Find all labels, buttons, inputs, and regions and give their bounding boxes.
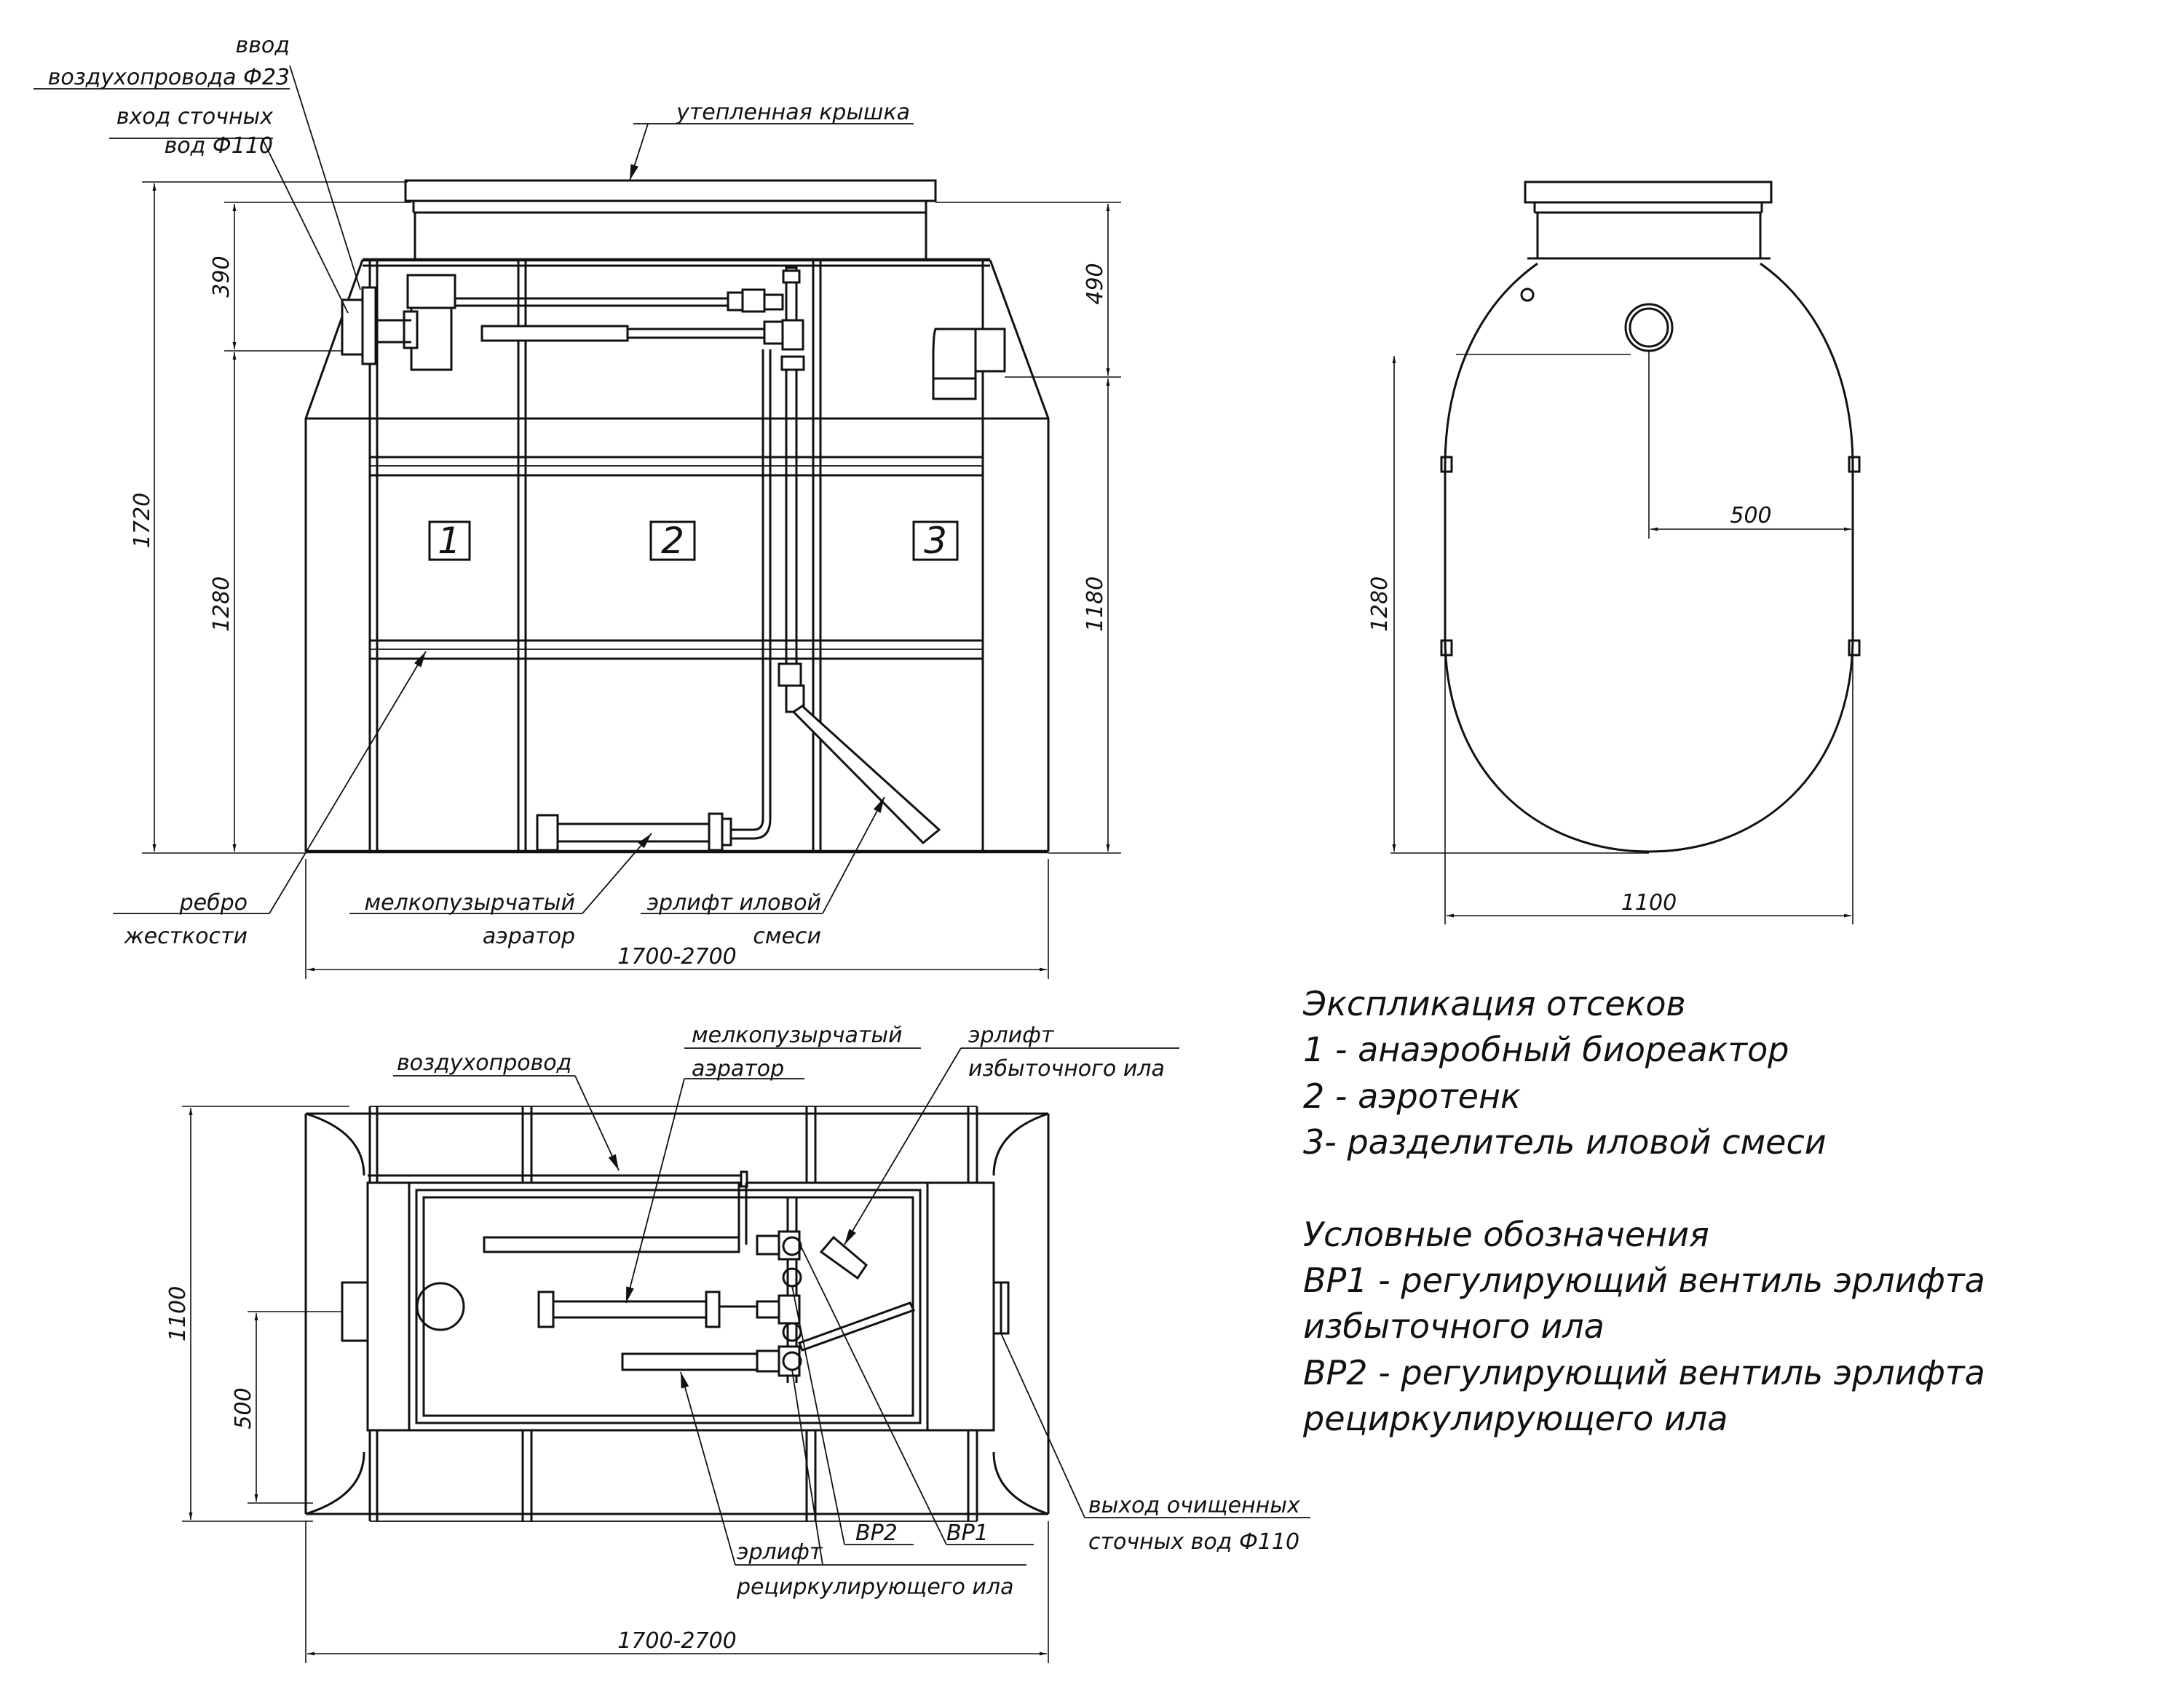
- svg-text:2: 2: [661, 520, 684, 562]
- outlet-label-1: выход очищенных: [1088, 1493, 1300, 1518]
- airlift-label-1: эрлифт иловой: [647, 890, 821, 916]
- air-inlet-label-2: воздухопровода Ф23: [48, 65, 290, 90]
- compartment-item-2: 2 - аэротенк: [1303, 1077, 1521, 1116]
- stiffening-ribs: [368, 456, 984, 660]
- air-pipes-front: [455, 266, 805, 840]
- outlet-label-2: сточных вод Ф110: [1088, 1529, 1299, 1555]
- plan-dim-offset: 500: [231, 1387, 256, 1429]
- airlift-front: [778, 662, 941, 845]
- vp2-label: ВР2: [855, 1521, 898, 1546]
- aerator-label-1: мелкопузырчатый: [364, 890, 575, 916]
- compartments-title: Экспликация отсеков: [1302, 984, 1686, 1023]
- plan-sewage-inlet: [341, 1281, 465, 1342]
- fine-bubble-aerator-front: [536, 812, 732, 852]
- side-dim-width: 1100: [1621, 890, 1677, 916]
- plan-dim-length: 1700-2700: [617, 1628, 737, 1654]
- outlet-elbow-front: [932, 328, 1006, 400]
- dim-length-front: 1700-2700: [617, 944, 737, 970]
- dim-outlet-level: 1180: [1083, 576, 1108, 632]
- dim-total-height: 1720: [130, 493, 155, 548]
- excess-airlift-label-1: эрлифт: [968, 1023, 1055, 1048]
- plan-airlift-pipes: [798, 1235, 916, 1352]
- front-dimensions: [142, 181, 1121, 979]
- compartment-item-3: 3- разделитель иловой смеси: [1303, 1122, 1827, 1162]
- tank-neck: [414, 213, 927, 260]
- svg-text:3: 3: [924, 520, 947, 562]
- vp1-label: ВР1: [946, 1521, 989, 1546]
- plan-view: воздухопровод мелкопузырчатый аэратор эр…: [165, 1023, 1310, 1663]
- aerator-label-2: аэратор: [483, 924, 575, 949]
- plan-aerator-label-2: аэратор: [692, 1056, 784, 1082]
- plan-leaders: [393, 1047, 1310, 1566]
- svg-text:1: 1: [438, 520, 461, 562]
- dim-top-height: 390: [209, 255, 234, 297]
- airlift-label-2: смеси: [753, 924, 821, 949]
- plan-dim-width: 1100: [165, 1286, 191, 1341]
- plan-aerator-label-1: мелкопузырчатый: [692, 1023, 903, 1048]
- dim-body-height: 1280: [209, 576, 234, 632]
- dim-outlet-height: 490: [1083, 263, 1108, 304]
- symbols-title: Условные обозначения: [1303, 1215, 1709, 1254]
- compartment-1: 1: [428, 520, 471, 562]
- insulated-lid: [404, 179, 937, 214]
- side-dim-height: 1280: [1367, 576, 1393, 632]
- sewage-inlet-label-1: вход сточных: [116, 104, 273, 130]
- sewage-inlet-label-2: вод Ф110: [165, 133, 273, 159]
- side-lugs: [1440, 456, 1861, 657]
- side-inlet-pipe: [1624, 303, 1674, 352]
- plan-aerators: [483, 1230, 801, 1377]
- recirc-airlift-label-2: рециркулирующего ила: [736, 1574, 1013, 1600]
- rib-label-2: жесткости: [124, 924, 248, 949]
- symbol-item-1: ВР1 - регулирующий вентиль эрлифта: [1303, 1261, 1985, 1300]
- excess-airlift-label-2: избыточного ила: [968, 1056, 1165, 1082]
- front-leaders: [33, 65, 914, 914]
- sewage-inlet-pipe: [341, 274, 456, 371]
- symbol-item-2: избыточного ила: [1303, 1307, 1605, 1346]
- plan-outlet: [992, 1281, 1010, 1335]
- air-inlet-label-1: ввод: [236, 33, 290, 58]
- compartment-2: 2: [649, 520, 696, 562]
- side-dimensions: [1390, 351, 1853, 924]
- side-view: 500 1280 1100: [1367, 181, 1861, 924]
- rib-label-1: ребро: [179, 890, 248, 916]
- insulated-lid-label: утепленная крышка: [676, 100, 910, 125]
- side-lid: [1524, 181, 1773, 260]
- front-view: 1 2 3: [33, 33, 1121, 979]
- symbol-item-4: рециркулирующего ила: [1302, 1399, 1728, 1438]
- compartment-3: 3: [912, 520, 959, 562]
- compartment-item-1: 1 - анаэробный биореактор: [1303, 1030, 1789, 1069]
- air-duct-label: воздухопровод: [397, 1050, 571, 1076]
- side-dim-offset: 500: [1730, 503, 1771, 528]
- side-tank-body: [1444, 262, 1854, 853]
- side-air-fitting: [1520, 288, 1535, 302]
- plan-dimensions: [182, 1106, 1049, 1663]
- recirc-airlift-label-1: эрлифт: [737, 1539, 823, 1565]
- symbol-item-3: ВР2 - регулирующий вентиль эрлифта: [1303, 1353, 1985, 1392]
- legend: Экспликация отсеков 1 - анаэробный биоре…: [1302, 984, 1985, 1438]
